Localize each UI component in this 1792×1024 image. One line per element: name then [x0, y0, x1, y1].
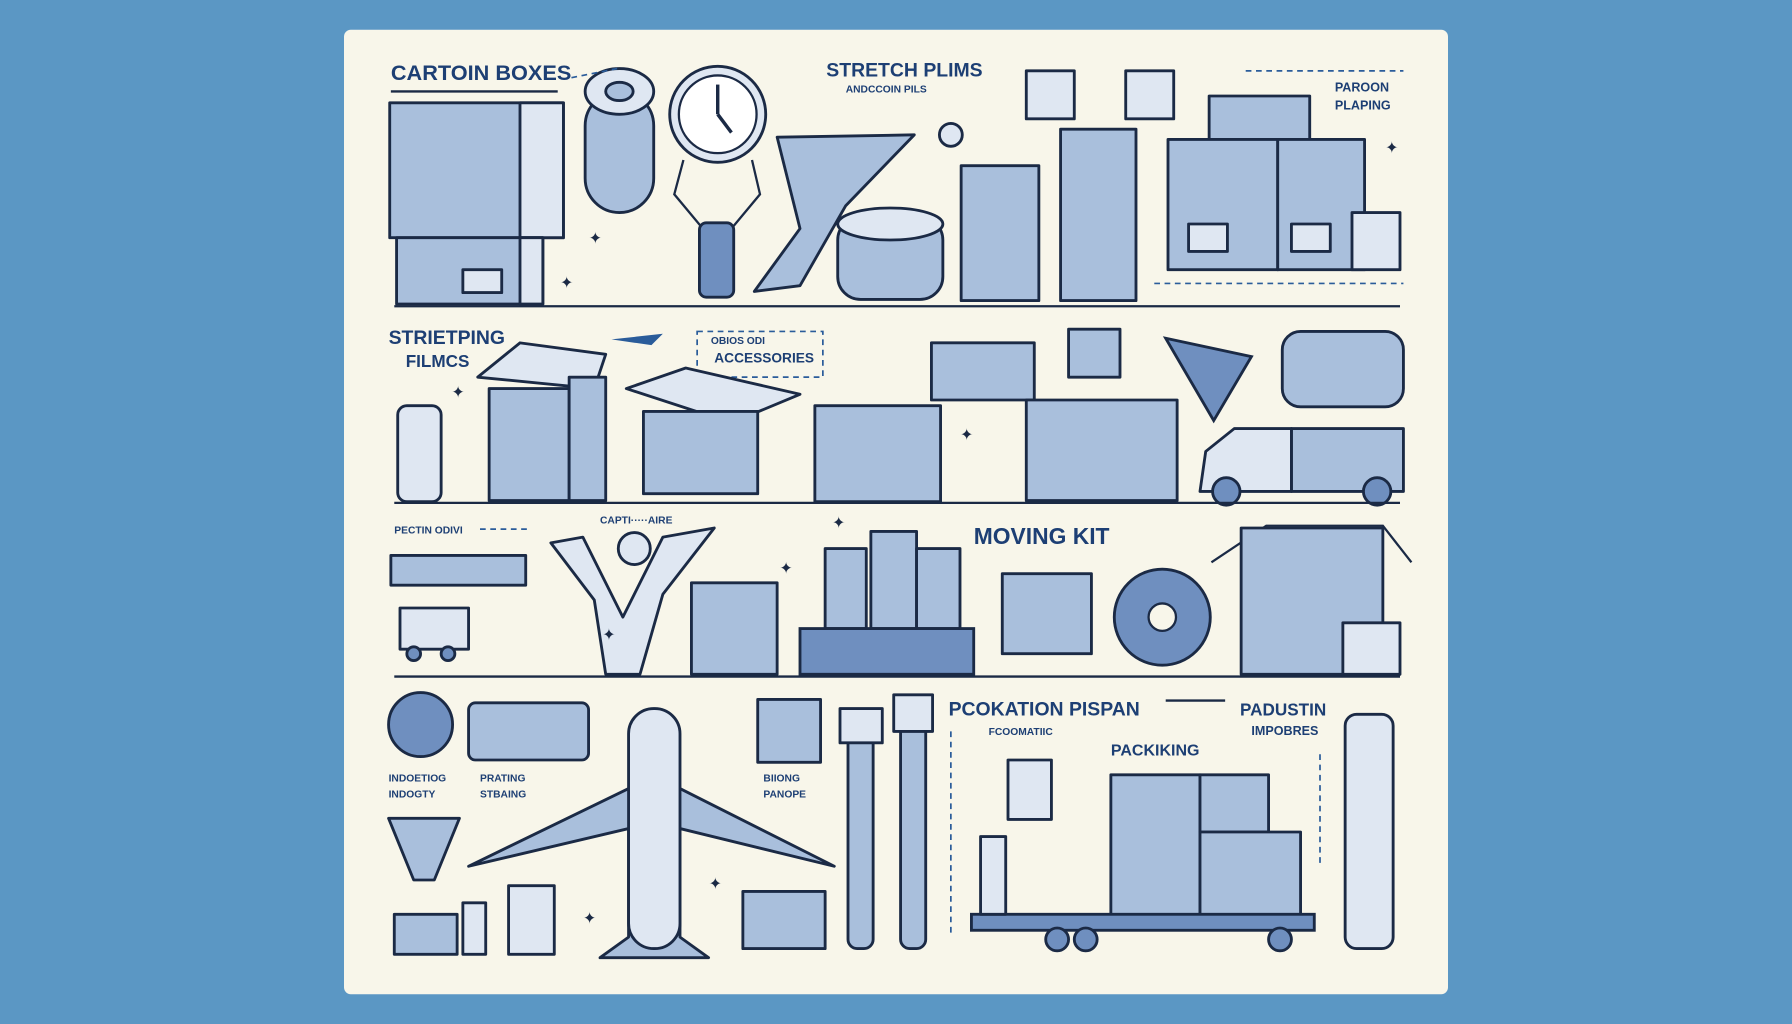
- shipping-truck: [970, 758, 1316, 953]
- svg-text:✦: ✦: [589, 228, 602, 247]
- label-indogty: INDOGTY: [389, 790, 436, 801]
- label-carton-boxes: CARTOIN BOXES: [391, 60, 571, 85]
- tape-reel: [1112, 567, 1212, 667]
- label-pcokation: PCOKATION PISPAN: [949, 698, 1140, 720]
- film-roll-wide: [1280, 330, 1405, 409]
- label-stbaing: STBAING: [480, 790, 526, 801]
- gift-box: [1000, 572, 1093, 656]
- coiled-roll: [836, 206, 945, 301]
- gear-icon: [937, 122, 964, 148]
- reel-icon: [387, 691, 454, 758]
- open-box-2: [624, 366, 802, 496]
- label-padustin: PADUSTIN: [1240, 699, 1326, 719]
- label-strietping: STRIETPING: [389, 327, 505, 349]
- wrench-icon: [838, 693, 934, 950]
- forklift: [741, 890, 827, 950]
- svg-text:✦: ✦: [602, 625, 615, 644]
- film-stack: [959, 127, 1138, 302]
- label-capti: CAPTI·····AIRE: [600, 515, 673, 526]
- airplane: [467, 707, 836, 960]
- hanging-scale: [668, 64, 768, 299]
- worker-figure: [549, 526, 779, 676]
- open-box-1: [476, 341, 608, 502]
- label-accessories: ACCESSORIES: [714, 350, 814, 365]
- funnel-trophy: [387, 816, 461, 956]
- accessories-frame: [696, 330, 824, 378]
- svg-text:✦: ✦: [709, 874, 722, 893]
- wide-box: [1024, 398, 1179, 502]
- label-panope: PANOPE: [763, 790, 806, 801]
- label-fcoomatic: FCOOMATIIC: [989, 727, 1054, 738]
- label-moving-kit: MOVING KIT: [974, 523, 1110, 549]
- delivery-van: [1198, 427, 1405, 507]
- closed-box: [813, 404, 942, 504]
- label-paroon: PAROON: [1335, 80, 1389, 94]
- truck-box: [467, 701, 590, 762]
- stretch-film-sheet: [752, 133, 916, 293]
- document-frame: [756, 697, 822, 764]
- svg-text:✦: ✦: [832, 513, 845, 532]
- bottles: [461, 884, 556, 956]
- hand-truck: [398, 606, 470, 662]
- carton-box-large: [388, 101, 565, 306]
- label-stretch-films-sub: ANDCCOIN PILS: [846, 85, 927, 96]
- label-indoetiog: INDOETIOG: [389, 774, 447, 785]
- label-packiking: PACKIKING: [1111, 742, 1200, 759]
- sparkle-icons: ✦ ✦ ✦ ✦ ✦ ✦ ✦ ✦ ✦ ✦: [451, 138, 1398, 927]
- pallet: [389, 553, 528, 587]
- svg-text:✦: ✦: [451, 383, 464, 402]
- svg-text:✦: ✦: [779, 559, 792, 578]
- label-prating: PRATING: [480, 774, 525, 785]
- film-roll-small: [396, 404, 443, 504]
- svg-text:✦: ✦: [960, 425, 973, 444]
- label-filmcs: FILMCS: [406, 351, 470, 371]
- stacked-boxes: [1166, 94, 1402, 272]
- airplane-icon: [611, 333, 663, 346]
- film-roll-tall: [1343, 712, 1395, 950]
- tape-roll: [583, 67, 656, 214]
- label-biiong: BIIONG: [763, 774, 800, 785]
- svg-text:✦: ✦: [583, 908, 596, 927]
- label-stretch-films: STRETCH PLIMS: [826, 60, 982, 82]
- warehouse: [1210, 524, 1413, 676]
- svg-text:✦: ✦: [560, 273, 573, 292]
- paper-plane-icon: [1162, 336, 1254, 424]
- label-impobres: IMPOBRES: [1251, 724, 1318, 738]
- label-obios-odi: OBIOS ODI: [711, 336, 765, 347]
- small-boxes: [929, 327, 1122, 402]
- document-icons: [1024, 69, 1176, 121]
- label-plaping: PLAPING: [1335, 99, 1391, 113]
- svg-text:✦: ✦: [1385, 138, 1398, 157]
- label-pectin: PECTIN ODIVI: [394, 526, 463, 537]
- box-stack: [798, 530, 976, 676]
